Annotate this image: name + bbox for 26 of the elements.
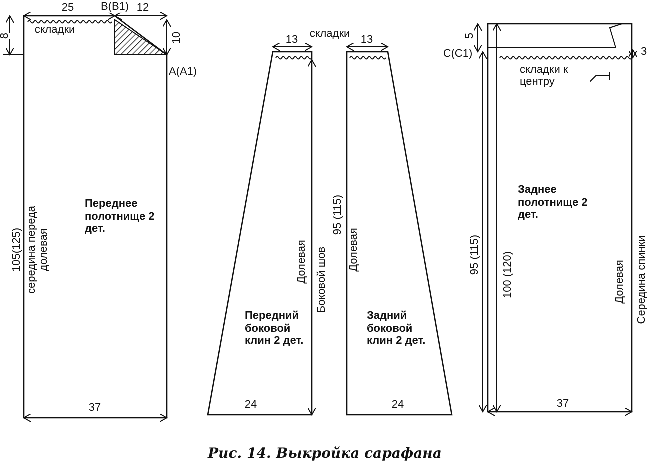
piece-name: Задний боковой клин 2 дет. (367, 310, 427, 348)
dimension-value: 3 (640, 46, 648, 58)
grain-note: Долевая (296, 240, 308, 284)
dimension-value: 8 (0, 32, 12, 40)
dimension-value: 25 (62, 2, 74, 14)
dimension-value: 95 (115) (468, 234, 482, 276)
piece-name: Передний боковой клин 2 дет. (245, 310, 305, 348)
point-label: A(A1) (168, 66, 198, 78)
figure-caption: Рис. 14. Выкройка сарафана (206, 446, 443, 462)
dimension-value: 37 (88, 402, 102, 414)
grain-note: Долевая (614, 260, 626, 304)
grain-note: Долевая (348, 228, 360, 272)
dimension-value: 105(125) (10, 228, 24, 272)
dimension-value: 10 (170, 32, 184, 44)
dimension-value: 37 (556, 398, 570, 410)
piece-name: Переднее полотнище 2 дет. (85, 198, 156, 236)
dimension-value: 95 (115) (332, 194, 344, 236)
dimension-value: 13 (360, 34, 374, 46)
piece-name: Заднее полотнище 2 дет. (518, 184, 589, 222)
dimension-value: 100 (120) (502, 251, 514, 299)
point-label: B(B1) (100, 0, 130, 14)
dimension-value: 13 (286, 34, 298, 46)
seam-note: Боковой шов (316, 246, 328, 314)
dimension-value: 5 (464, 32, 476, 40)
grain-note: Середина спинки (636, 236, 648, 324)
point-label: C(C1) (443, 48, 473, 60)
